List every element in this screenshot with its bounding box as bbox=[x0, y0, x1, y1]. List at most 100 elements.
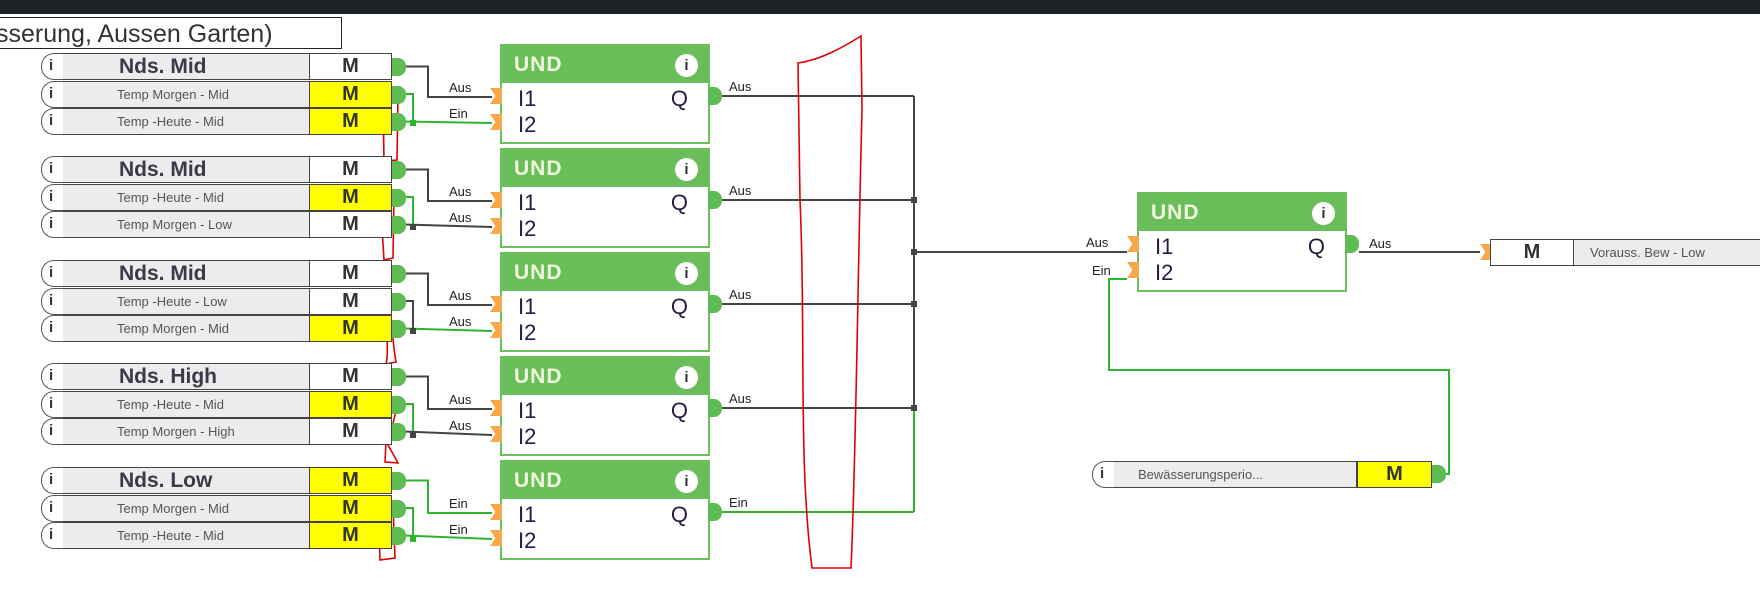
info-icon[interactable]: i bbox=[41, 315, 63, 342]
input-row-output-port[interactable] bbox=[392, 368, 406, 386]
info-icon[interactable]: i bbox=[41, 211, 63, 238]
output-flag[interactable]: M bbox=[1490, 239, 1574, 266]
input-row-flag[interactable]: M bbox=[309, 494, 392, 522]
gate-input-port[interactable] bbox=[490, 296, 502, 312]
wire-to-input-2[interactable] bbox=[403, 534, 493, 540]
info-icon[interactable]: i bbox=[1312, 202, 1335, 225]
input-row-output-port[interactable] bbox=[392, 499, 406, 518]
input-row-flag[interactable]: M bbox=[309, 183, 392, 211]
info-icon[interactable]: i bbox=[41, 418, 63, 445]
info-icon[interactable]: i bbox=[41, 287, 63, 315]
info-icon[interactable]: i bbox=[675, 470, 698, 493]
irrigation-block-flag[interactable]: M bbox=[1357, 461, 1432, 488]
wire-to-input-1[interactable] bbox=[404, 375, 492, 410]
info-icon[interactable]: i bbox=[675, 262, 698, 285]
info-icon[interactable]: i bbox=[41, 156, 63, 183]
gate-input-port[interactable] bbox=[490, 192, 502, 208]
input-row-output-port[interactable] bbox=[392, 161, 406, 179]
input-row-flag[interactable]: M bbox=[309, 363, 392, 390]
info-icon[interactable]: i bbox=[41, 363, 63, 390]
gate-input-port[interactable] bbox=[490, 88, 502, 104]
wire-join-row-2[interactable] bbox=[404, 507, 414, 539]
output-input-port[interactable] bbox=[1480, 244, 1492, 260]
gate-input-port[interactable] bbox=[490, 114, 502, 130]
block-output-port[interactable] bbox=[1432, 465, 1446, 483]
input-row-flag[interactable]: M bbox=[309, 315, 392, 342]
info-icon[interactable]: i bbox=[1092, 461, 1114, 488]
info-icon[interactable]: i bbox=[675, 366, 698, 389]
gate-input-port[interactable] bbox=[490, 426, 502, 442]
input-row-flag[interactable]: M bbox=[309, 260, 392, 287]
wire-join-row-2[interactable] bbox=[404, 93, 414, 123]
gate-input-port[interactable] bbox=[1127, 236, 1139, 252]
info-icon[interactable]: i bbox=[41, 494, 63, 522]
input-row-flag[interactable]: M bbox=[309, 80, 392, 108]
input-row-flag[interactable]: M bbox=[309, 156, 392, 183]
gate-output-port[interactable] bbox=[708, 399, 722, 417]
input-row-output-port[interactable] bbox=[392, 527, 406, 545]
input-row-output-port[interactable] bbox=[392, 320, 406, 338]
input-row-flag[interactable]: M bbox=[309, 53, 392, 80]
input-row-output-port[interactable] bbox=[392, 113, 406, 131]
info-icon[interactable]: i bbox=[41, 108, 63, 135]
input-row-flag[interactable]: M bbox=[309, 522, 392, 549]
wire-join-row-2[interactable] bbox=[404, 300, 414, 331]
input-row-output-port[interactable] bbox=[392, 58, 406, 76]
input-row-output-port[interactable] bbox=[392, 472, 406, 490]
wire-to-input-2[interactable] bbox=[403, 223, 493, 228]
input-row-output-port[interactable] bbox=[392, 423, 406, 441]
info-icon[interactable]: i bbox=[41, 80, 63, 108]
gate-input-port[interactable] bbox=[490, 504, 502, 520]
input-row-output-port[interactable] bbox=[392, 216, 406, 234]
gate-output-port[interactable] bbox=[708, 295, 722, 313]
gate-output-port[interactable] bbox=[708, 87, 722, 105]
info-icon[interactable]: i bbox=[41, 390, 63, 418]
gate-output-port[interactable] bbox=[708, 503, 722, 521]
info-icon[interactable]: i bbox=[41, 522, 63, 549]
gate-output-port[interactable] bbox=[708, 191, 722, 209]
gate-input-port[interactable] bbox=[490, 322, 502, 338]
wire-to-input-1[interactable] bbox=[404, 479, 492, 514]
wire-to-input-2[interactable] bbox=[403, 120, 493, 124]
input-row-output-port[interactable] bbox=[392, 265, 406, 283]
wire-join-row-2[interactable] bbox=[404, 196, 414, 227]
wire-to-input-1[interactable] bbox=[404, 168, 492, 202]
wire-to-input-1[interactable] bbox=[404, 272, 492, 306]
gate-input-port[interactable] bbox=[490, 530, 502, 546]
input-row-output-port[interactable] bbox=[392, 188, 406, 207]
info-icon[interactable]: i bbox=[41, 53, 63, 80]
output-flag-block[interactable]: M Vorauss. Bew - Low bbox=[1490, 239, 1760, 266]
input-row-flag[interactable]: M bbox=[309, 287, 392, 315]
input-row-flag[interactable]: M bbox=[309, 211, 392, 238]
info-icon[interactable]: i bbox=[41, 467, 63, 494]
wire-to-input-2[interactable] bbox=[403, 430, 493, 436]
input-row-output-port[interactable] bbox=[392, 292, 406, 311]
info-icon[interactable]: i bbox=[41, 260, 63, 287]
gate-input-port[interactable] bbox=[490, 218, 502, 234]
input-row-output-port[interactable] bbox=[392, 395, 406, 414]
wire-join-row-2[interactable] bbox=[404, 403, 414, 435]
input-row-flag[interactable]: M bbox=[309, 108, 392, 135]
gate-output-port[interactable] bbox=[1345, 235, 1359, 253]
block-wire[interactable] bbox=[1108, 278, 1450, 475]
gate-input-port[interactable] bbox=[1127, 262, 1139, 278]
input-row-flag[interactable]: M bbox=[309, 418, 392, 445]
